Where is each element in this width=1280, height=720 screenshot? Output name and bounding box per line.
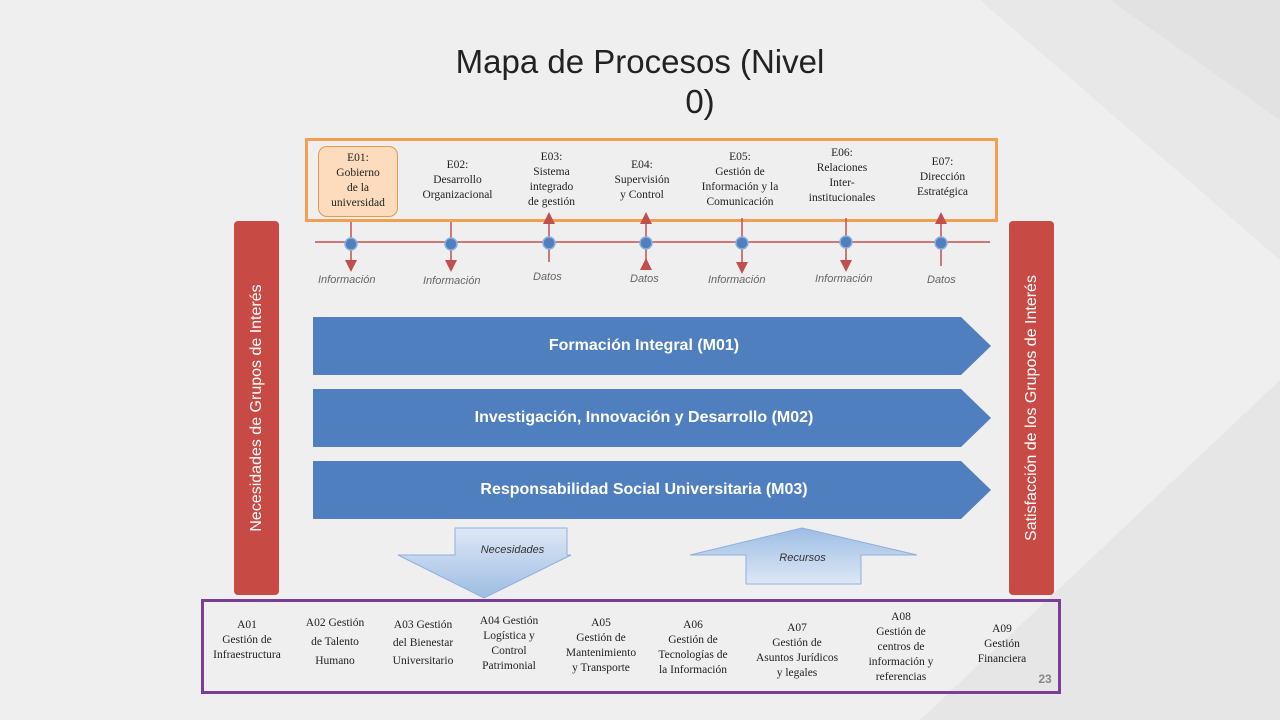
support-processes-box [201,599,1061,694]
missional-process-m01[interactable]: Formación Integral (M01) [313,317,991,375]
stakeholder-satisfaction-bar: Satisfacción de los Grupos de Interés [1009,221,1054,595]
flow-label-7: Datos [927,274,956,286]
missional-process-m03[interactable]: Responsabilidad Social Universitaria (M0… [313,461,991,519]
flow-node-3 [542,212,556,262]
flow-label-2: Información [423,275,481,287]
strategic-process-e02[interactable]: E02: Desarrollo Organizacional [422,159,493,201]
flow-node-6 [839,218,853,272]
needs-arrow-label: Necesidades [480,544,545,556]
flow-label-4: Datos [630,273,659,285]
resources-arrow [689,527,918,585]
stakeholder-needs-bar: Necesidades de Grupos de Interés [234,221,279,595]
flow-node-1 [344,222,358,272]
strategic-process-e01[interactable]: E01: Gobierno de la universidad [318,146,398,217]
flow-node-7 [934,212,948,266]
strategic-process-e04[interactable]: E04: Supervisión y Control [614,159,670,201]
page-number: 23 [1038,672,1052,686]
flow-label-1: Información [318,274,376,286]
page-title: Mapa de Procesos (Nivel 0) [455,43,825,120]
flow-label-5: Información [708,274,766,286]
missional-process-m02[interactable]: Investigación, Innovación y Desarrollo (… [313,389,991,447]
flow-label-3: Datos [533,271,562,283]
flow-node-5 [735,218,749,274]
strategic-process-e07[interactable]: E07: Dirección Estratégica [916,156,969,198]
strategic-process-e03[interactable]: E03: Sistema integrado de gestión [528,151,575,208]
strategic-process-e05[interactable]: E05: Gestión de Información y la Comunic… [701,151,779,208]
flow-label-6: Información [815,273,873,285]
needs-arrow [397,527,572,599]
flow-node-2 [444,222,458,272]
flow-node-4 [639,212,653,270]
background-decoration [920,0,1280,720]
resources-arrow-label: Recursos [779,552,826,564]
strategic-process-e06[interactable]: E06: Relaciones Inter- institucionales [808,147,876,204]
